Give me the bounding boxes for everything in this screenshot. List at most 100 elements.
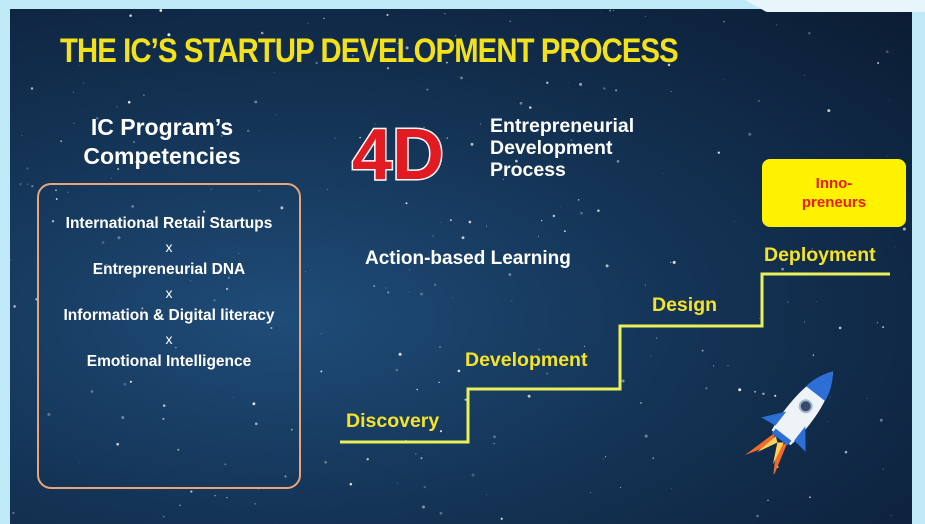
competency-separator: x — [165, 331, 173, 347]
star — [258, 310, 260, 311]
star — [538, 348, 540, 351]
star — [445, 61, 448, 64]
star — [816, 301, 817, 303]
4d-logo-mark: 4D — [352, 117, 444, 187]
star — [432, 235, 434, 237]
star — [55, 198, 58, 200]
star — [422, 505, 425, 509]
star — [594, 122, 598, 126]
star — [405, 46, 409, 50]
star — [111, 177, 113, 179]
star — [485, 494, 487, 496]
step-development: Development — [465, 349, 588, 371]
star — [26, 167, 29, 170]
4d-logo-icon: 4D — [351, 117, 446, 187]
star — [280, 206, 284, 210]
star — [414, 453, 417, 455]
star — [131, 205, 135, 208]
star — [323, 17, 325, 20]
star — [568, 59, 570, 61]
competency-separator: x — [165, 239, 173, 255]
star — [226, 496, 228, 499]
star — [444, 13, 446, 15]
star — [177, 448, 180, 451]
star — [500, 517, 503, 520]
step-discovery: Discovery — [346, 410, 440, 432]
star — [31, 185, 34, 188]
star — [886, 155, 888, 157]
star — [804, 75, 805, 76]
star — [132, 140, 136, 144]
star — [876, 321, 879, 324]
star — [67, 191, 69, 193]
star — [756, 514, 759, 518]
star — [838, 326, 842, 330]
star — [776, 24, 777, 26]
competency-item: International Retail Startups — [65, 215, 273, 232]
star — [275, 522, 276, 524]
stairs-line — [340, 272, 890, 444]
star — [727, 365, 729, 367]
star — [416, 388, 418, 391]
star — [374, 123, 377, 125]
star — [315, 61, 318, 65]
star — [589, 492, 591, 494]
badge-label: Inno- preneurs — [801, 175, 867, 211]
star — [879, 418, 883, 422]
staircase-path — [340, 272, 890, 444]
star — [224, 463, 227, 466]
star — [457, 369, 461, 373]
star — [30, 87, 34, 90]
star — [464, 398, 467, 401]
star — [762, 392, 765, 395]
star — [644, 434, 648, 438]
star — [759, 318, 760, 319]
star — [79, 462, 81, 464]
star — [426, 88, 429, 91]
star — [570, 139, 573, 141]
star — [227, 276, 230, 279]
star — [320, 370, 323, 373]
star — [19, 182, 22, 186]
star — [508, 273, 512, 276]
star — [713, 365, 715, 367]
star — [656, 337, 658, 339]
star — [385, 287, 387, 289]
star — [51, 220, 55, 223]
star — [60, 140, 63, 143]
star — [284, 475, 287, 478]
star — [620, 487, 622, 489]
star — [621, 379, 625, 383]
star — [644, 284, 646, 286]
star — [367, 147, 371, 150]
star — [894, 246, 896, 248]
star — [888, 100, 890, 101]
star — [804, 321, 806, 323]
star — [882, 468, 884, 470]
star — [605, 264, 609, 268]
star — [827, 421, 828, 422]
star — [246, 129, 250, 133]
star — [307, 22, 309, 24]
star — [578, 199, 580, 201]
star — [238, 252, 240, 254]
star — [812, 354, 815, 356]
star — [427, 137, 431, 140]
star — [583, 345, 586, 347]
star — [576, 129, 580, 133]
star — [398, 352, 402, 356]
star — [273, 72, 275, 74]
star — [449, 219, 452, 222]
slide-title: THE IC’S STARTUP DEVELOPMENT PROCESS — [60, 32, 679, 70]
star — [722, 78, 724, 80]
star — [552, 214, 556, 218]
star — [159, 9, 163, 12]
star — [471, 473, 475, 477]
star — [95, 116, 99, 120]
star — [882, 326, 885, 329]
star — [254, 502, 257, 505]
star — [141, 307, 144, 310]
star — [83, 82, 85, 84]
star — [233, 257, 235, 259]
star — [116, 442, 120, 446]
